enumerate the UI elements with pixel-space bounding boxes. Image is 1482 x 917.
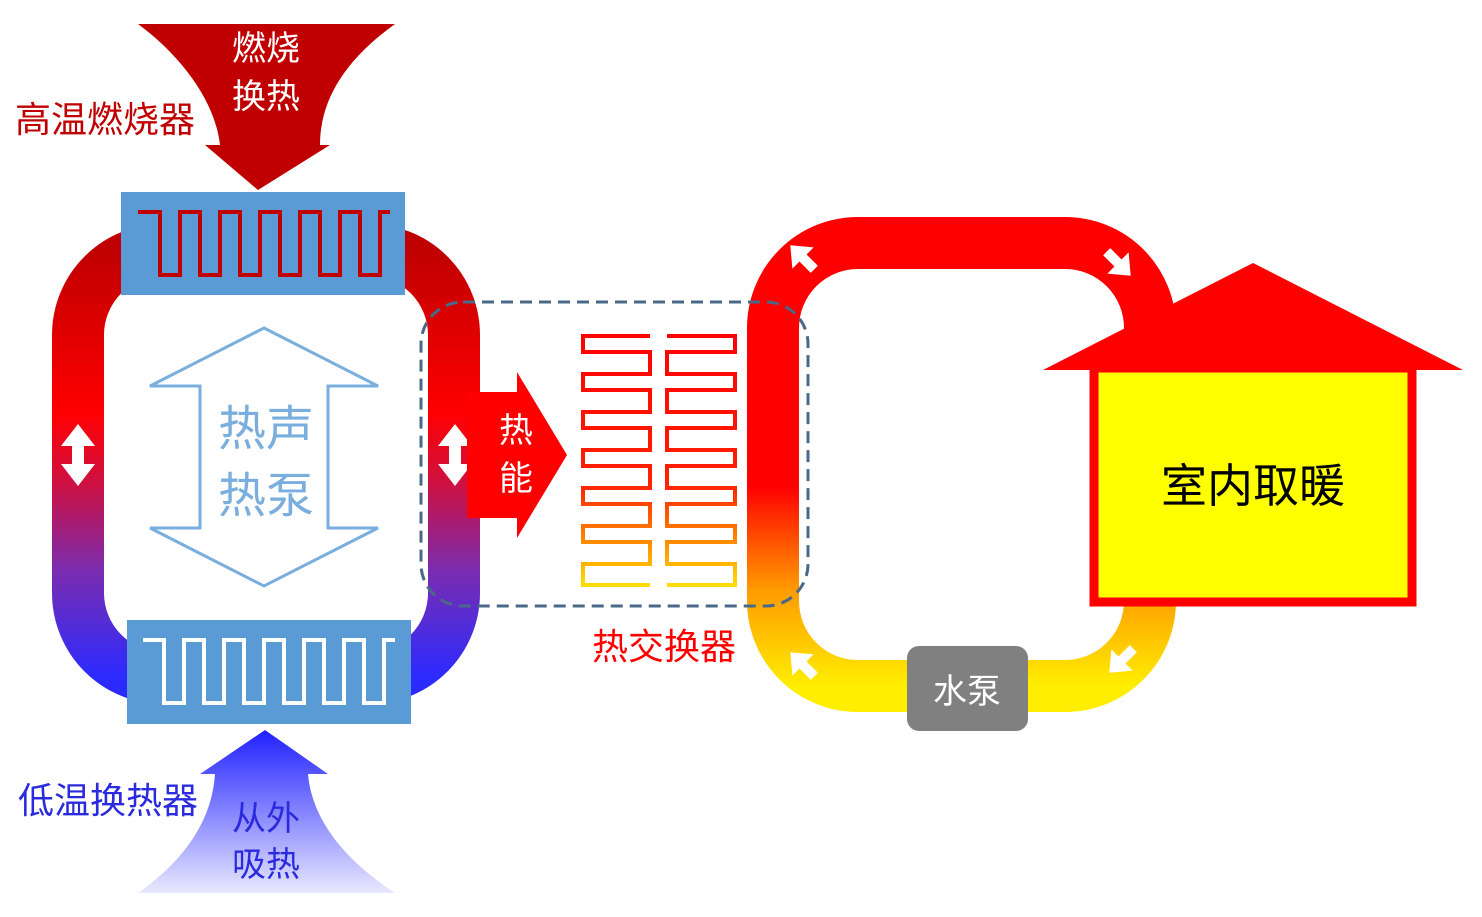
absorb-label-1: 从外 [232,799,300,839]
white-arrow-icon [790,245,818,273]
absorb-heat-arrow [138,730,395,893]
heat-exchanger-coil-left [581,334,652,587]
heat-exchanger-label: 热交换器 [592,627,736,668]
water-pump-box [907,646,1028,731]
top-coil [138,210,390,277]
water-pump-label: 水泵 [933,672,1001,712]
combustion-arrow [138,24,395,190]
heat-energy-label-1: 热 [499,411,533,451]
thermoacoustic-label-2: 热泵 [218,468,314,524]
white-arrow-icon [1103,248,1131,276]
heat-energy-label-2: 能 [499,459,533,499]
house-body [1089,363,1417,607]
absorb-label-2: 吸热 [232,845,300,885]
thermoacoustic-label-1: 热声 [218,401,314,457]
thermoacoustic-double-arrow [149,326,379,588]
double-headed-arrow-icon [61,424,95,486]
heat-exchanger-boundary [419,300,810,608]
bottom-coil [143,638,395,705]
high-temp-heat-exchanger [121,192,405,295]
double-headed-arrow-icon [438,424,472,486]
house-roof [1043,263,1463,370]
low-temp-heat-exchanger [127,620,411,724]
combustion-label-1: 燃烧 [232,29,300,69]
white-arrow-icon [790,652,818,680]
heat-exchanger-coil-right [665,334,737,587]
white-arrow-icon [1109,645,1137,673]
low-temp-exchanger-label: 低温换热器 [18,781,198,822]
heat-energy-arrow [467,372,567,538]
indoor-heating-label: 室内取暖 [1161,459,1345,513]
burner-label: 高温燃烧器 [15,100,195,141]
combustion-label-2: 换热 [232,77,300,117]
